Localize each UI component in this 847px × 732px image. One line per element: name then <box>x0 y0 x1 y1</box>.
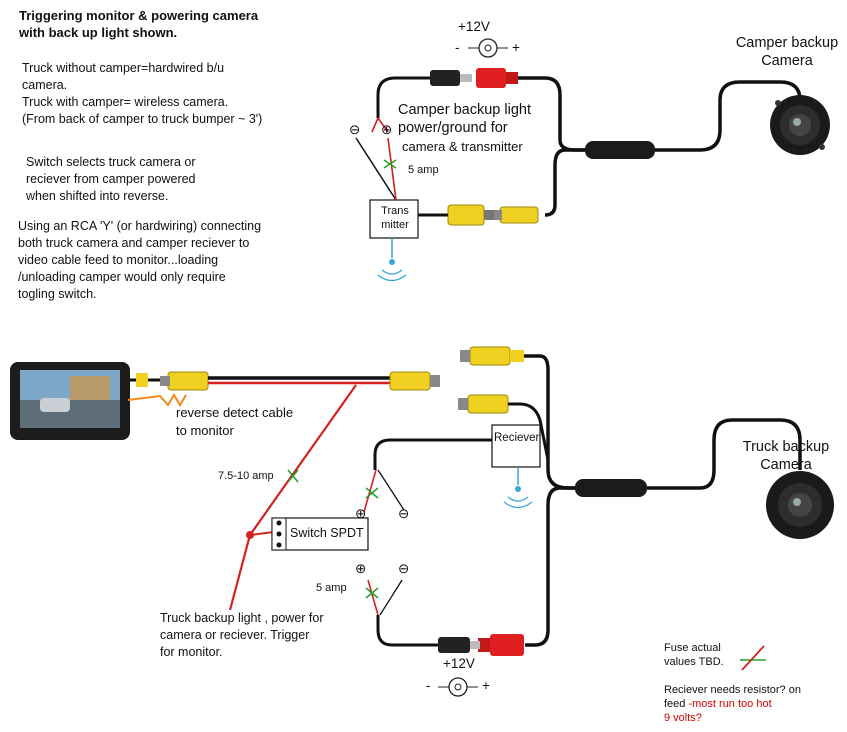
trigger-junction <box>246 531 254 539</box>
top-black-wire <box>376 76 430 118</box>
top-main-cable <box>518 76 802 152</box>
truck-camera <box>766 471 834 539</box>
monitor-rca <box>136 371 209 391</box>
reverse-cable-label: reverse detect cable to monitor <box>176 405 294 438</box>
bottom-plus: + <box>482 678 490 693</box>
transmitter-box <box>369 199 419 239</box>
receiver-power-cable <box>373 438 492 470</box>
top-12v-jack <box>468 38 508 58</box>
bottom-neg-symbol: ⊖ <box>398 561 410 576</box>
top-12v-label: +12V <box>458 19 490 34</box>
top-lead-branch <box>371 117 389 133</box>
transmitter-antenna <box>377 238 407 282</box>
legend-fuse-note: Fuse actual values TBD. <box>664 642 724 668</box>
note-truck-camper: Truck without camper=hardwired b/u camer… <box>22 61 263 126</box>
bottom-power-plug <box>438 634 524 656</box>
extension-rca-end <box>389 371 440 391</box>
fuse-main <box>287 469 299 483</box>
fuse-main-label: 7.5-10 amp <box>218 470 274 482</box>
receiver-fuse <box>365 487 379 499</box>
bottom-plug-black-wire <box>376 615 438 647</box>
receiver-black-lead <box>377 469 405 511</box>
receiver-pos-symbol: ⊕ <box>355 506 367 521</box>
receiver-label: Reciever <box>494 432 540 444</box>
receiver-box <box>491 424 541 468</box>
diagram-title: Triggering monitor & powering camera wit… <box>19 8 259 40</box>
bottom-pos-symbol: ⊕ <box>355 561 367 576</box>
camper-light-label2: camera & transmitter <box>402 139 523 154</box>
top-minus: - <box>455 40 460 55</box>
top-ground-lead <box>355 137 397 201</box>
top-inline-module <box>585 141 655 159</box>
top-positive-lead <box>387 137 397 201</box>
receiver-antenna <box>503 467 533 509</box>
bottom-12v-label: +12V <box>443 656 475 671</box>
top-video-cable <box>544 148 585 217</box>
top-power-plug <box>430 68 518 88</box>
bottom-power-cable <box>525 486 575 647</box>
trigger-to-switch <box>249 531 275 536</box>
top-rca-pair <box>447 204 539 226</box>
truck-backup-light-label: Truck backup light , power for camera or… <box>160 611 324 659</box>
camper-light-label: Camper backup light power/ground for <box>398 102 531 136</box>
bottom-12v-jack <box>438 677 478 697</box>
switch-spdt[interactable] <box>271 517 369 551</box>
top-fuse-label: 5 amp <box>408 164 439 176</box>
note-rca-y: Using an RCA 'Y' (or hardwiring) connect… <box>18 219 262 301</box>
camper-camera-label: Camper backup Camera <box>735 35 839 69</box>
bottom-inline-module <box>575 479 647 497</box>
resistor-note-text: Reciever needs resistor? on feed <box>664 684 801 710</box>
switch-label: Switch SPDT <box>290 526 364 540</box>
legend-resistor-note: Reciever needs resistor? on feed -most r… <box>664 683 844 725</box>
top-fuse-5amp <box>383 159 397 169</box>
top-pos-symbol: ⊕ <box>381 122 393 137</box>
truck-camera-label: Truck backup Camera <box>742 439 830 473</box>
bottom-black-lead <box>379 579 403 616</box>
bottom-fuse-label: 5 amp <box>316 582 347 594</box>
bottom-red-lead <box>367 579 379 616</box>
top-neg-symbol: ⊖ <box>349 122 361 137</box>
note-switch: Switch selects truck camera or reciever … <box>26 155 196 203</box>
bottom-minus: - <box>426 678 431 693</box>
bottom-fuse-5amp <box>365 587 379 599</box>
top-plus: + <box>512 40 520 55</box>
camper-camera <box>770 95 830 155</box>
legend-fuse-mark <box>740 645 766 671</box>
monitor <box>10 362 130 440</box>
reverse-detect-wire <box>127 393 187 407</box>
resistor-note-red: -most run too hot 9 volts? <box>664 698 772 724</box>
truck-camera-cable <box>524 354 802 490</box>
transmitter-label: Trans mitter <box>381 205 409 231</box>
receiver-video-cable <box>508 402 550 461</box>
receiver-neg-symbol: ⊖ <box>398 506 410 521</box>
